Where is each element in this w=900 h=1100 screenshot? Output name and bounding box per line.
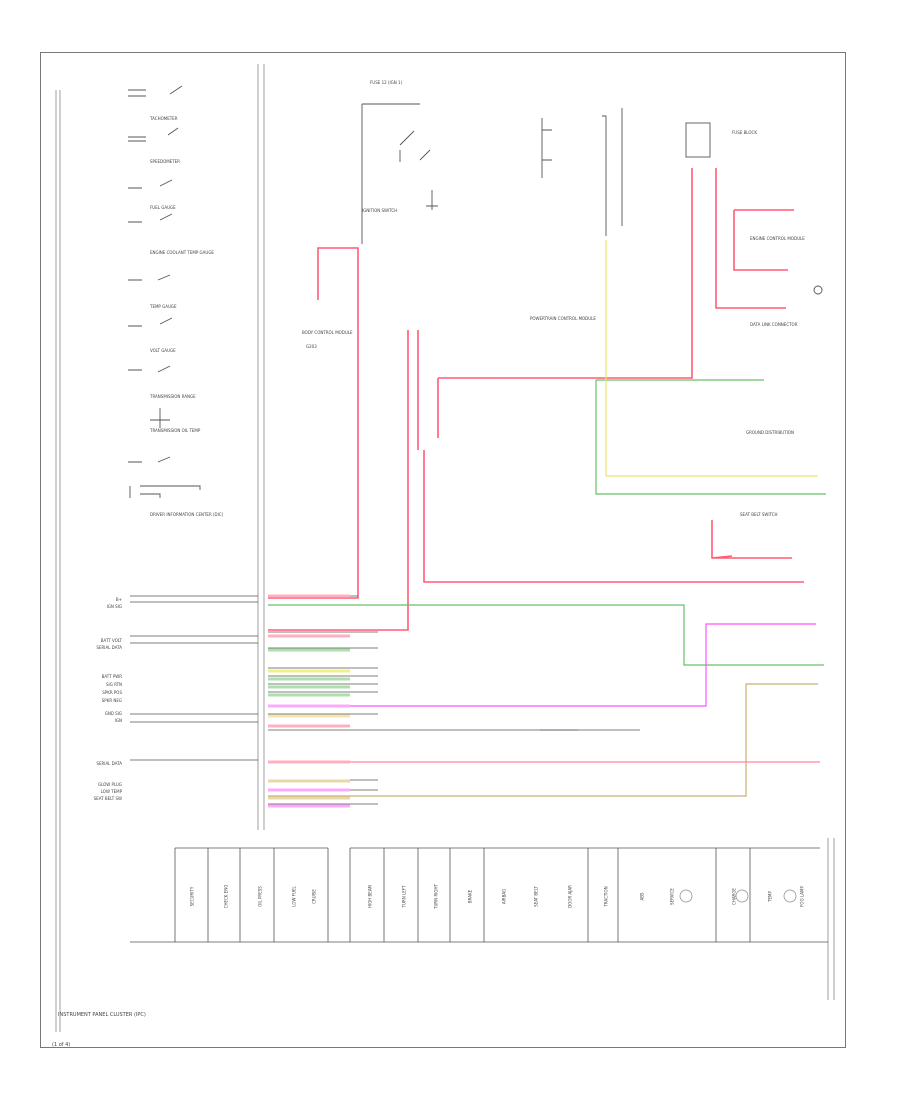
indicator-label: SERVICE xyxy=(669,888,675,905)
indicator-label: SEAT BELT xyxy=(533,886,539,907)
indicator-label: CRUISE xyxy=(311,889,317,904)
engine-ctrl-label: ENGINE CONTROL MODULE xyxy=(750,236,805,241)
indicator-label: TURN LEFT xyxy=(401,885,407,908)
diagram-title: INSTRUMENT PANEL CLUSTER (IPC) xyxy=(58,1012,146,1018)
top-modules xyxy=(361,103,823,295)
left-pin-label: SERIAL DATA xyxy=(96,645,122,650)
connector-pins xyxy=(130,595,640,805)
left-pin-label: GND SIG xyxy=(104,711,122,716)
indicator-label: AIRBAG xyxy=(501,888,507,905)
left-pin-label: SPKR POS xyxy=(102,690,122,695)
gauge-label: ENGINE COOLANT TEMP GAUGE xyxy=(150,250,214,255)
left-pin-label: IGN xyxy=(114,718,122,723)
indicator-label: TURN RIGHT xyxy=(433,884,439,909)
gauge-switch-symbols xyxy=(128,85,201,498)
gauge-label: TEMP GAUGE xyxy=(150,304,177,309)
left-pin-label: SEAT BELT SW xyxy=(93,796,122,801)
left-pin-label: LOW TEMP xyxy=(100,789,122,794)
body-control-label: BODY CONTROL MODULE xyxy=(302,330,353,335)
g203-label: G203 xyxy=(306,344,317,349)
pcm-label: POWERTRAIN CONTROL MODULE xyxy=(530,316,596,321)
gauge-label: TRANSMISSION RANGE xyxy=(150,394,196,399)
gauge-label: VOLT GAUGE xyxy=(150,348,176,353)
left-pin-label: BATT PWR xyxy=(101,674,122,679)
indicator-label: TRACTION xyxy=(603,886,609,907)
left-pin-label: BATT VOLT xyxy=(100,638,122,643)
pin-color-strip xyxy=(268,594,350,808)
fuse-block-label: FUSE 12 (IGN 1) xyxy=(370,80,403,85)
gauge-label: TACHOMETER xyxy=(150,116,178,121)
data-link-label: DATA LINK CONNECTOR xyxy=(750,322,798,327)
fuse-block-right-label: FUSE BLOCK xyxy=(732,130,757,135)
page-marker: (1 of 4) xyxy=(52,1042,71,1048)
power-wires xyxy=(268,168,804,631)
left-pin-label: SIG RTN xyxy=(105,682,122,687)
cluster-border xyxy=(55,64,835,1032)
left-pin-label: SPKR NEG xyxy=(101,698,122,703)
diagram-frame xyxy=(40,52,846,1048)
bulb-icons xyxy=(679,889,797,903)
indicator-bus xyxy=(130,847,828,943)
ground-wire-tan xyxy=(268,683,818,797)
gauge-label: FUEL GAUGE xyxy=(150,205,176,210)
indicator-label: ABS xyxy=(639,892,645,901)
indicator-label: TEMP xyxy=(767,891,773,902)
left-pin-label: GLOW PLUG xyxy=(97,782,122,787)
gauge-label: TRANSMISSION OIL TEMP xyxy=(150,428,201,433)
indicator-label: SECURITY xyxy=(189,886,195,907)
indicator-label: OIL PRESS xyxy=(257,886,263,907)
indicator-label: FOG LAMP xyxy=(799,886,805,907)
indicator-label: CHECK ENG xyxy=(223,884,229,909)
left-pin-label: SERIAL DATA xyxy=(96,761,122,766)
gauge-label: SPEEDOMETER xyxy=(150,159,180,164)
ignition-switch-label: IGNITION SWITCH xyxy=(362,208,398,213)
left-pin-label: IGN SIG xyxy=(106,604,122,609)
indicator-label: LOW FUEL xyxy=(291,886,297,907)
gauge-label: DRIVER INFORMATION CENTER (DIC) xyxy=(150,512,224,517)
signal-wire-yellow xyxy=(605,240,818,477)
seat-belt-label: SEAT BELT SWITCH xyxy=(740,512,778,517)
ground-dist-label: GROUND DISTRIBUTION xyxy=(746,430,794,435)
indicator-label: CHARGE xyxy=(731,888,737,905)
indicator-label: HIGH BEAM xyxy=(367,884,373,909)
left-pin-label: B+ xyxy=(115,597,122,602)
indicator-label: BRAKE xyxy=(467,889,473,904)
speaker-wires xyxy=(268,623,816,707)
indicator-label: DOOR AJAR xyxy=(567,885,573,908)
serial-data-wires xyxy=(268,379,826,666)
